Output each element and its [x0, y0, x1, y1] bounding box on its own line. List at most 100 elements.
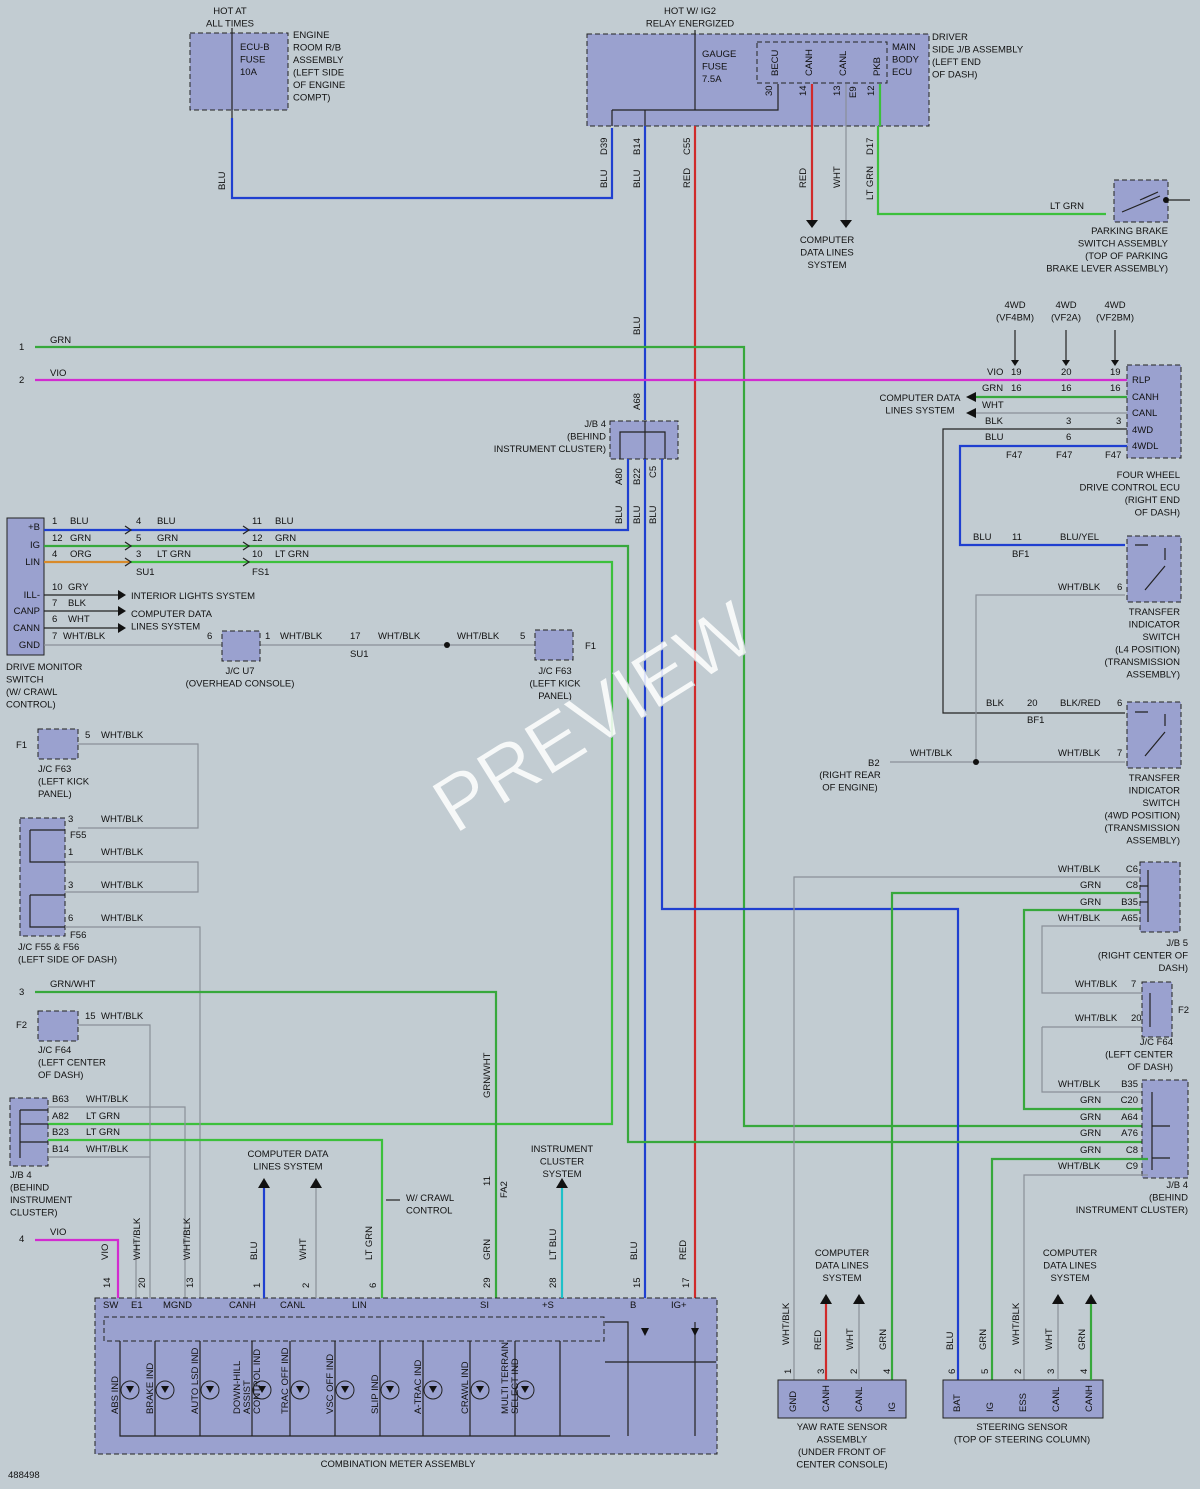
indicator-9: MULTI TERRAINSELECT IND — [500, 1342, 535, 1414]
transfer-switch-l4 — [1126, 535, 1182, 603]
ti-num-2a: 6 — [1117, 582, 1122, 593]
dm-w-grn2: GRN — [157, 533, 178, 544]
indicator-7: A-TRAC IND — [413, 1360, 443, 1415]
meter-pin-canh: CANH — [229, 1300, 256, 1311]
meter-pinnum-28: 28 — [548, 1277, 559, 1288]
wire-vio-4 — [35, 1238, 120, 1298]
meter-inner-bus — [103, 1316, 605, 1342]
u7-n-2: 6 — [207, 631, 212, 642]
indicator-6: SLIP IND — [370, 1374, 400, 1414]
dm-n-10: 10 — [252, 549, 263, 560]
fwd-num-15a: 19 — [1011, 367, 1022, 378]
wire-ltgrn-lin — [48, 560, 614, 1126]
wire-label-blu-1: BLU — [217, 171, 228, 190]
wire-blu-ecub — [230, 118, 614, 200]
wire-whtblk-l4 — [975, 594, 1125, 762]
wire-label-vio-2: VIO — [50, 368, 66, 379]
dm-n-5: 5 — [136, 533, 141, 544]
steering-label: STEERING SENSOR(TOP OF STEERING COLUMN) — [954, 1422, 1090, 1446]
jc-f63-left — [37, 728, 79, 760]
ti-bf1-a: BF1 — [1012, 549, 1029, 560]
jb4r-w4: GRN — [1080, 1128, 1101, 1139]
f55-w2: WHT/BLK — [101, 847, 144, 858]
dm-n-10b: 10 — [52, 582, 63, 593]
parking-brake-switch — [1113, 179, 1169, 223]
pin-b14: B14 — [632, 138, 643, 155]
wire-grn-ig — [44, 544, 1148, 1144]
wl-blu-b: BLU — [629, 1241, 640, 1260]
indicator-label-1: BRAKE IND — [145, 1363, 156, 1414]
fwd-pin-rlp: RLP — [1132, 375, 1150, 386]
wire-grn-b35 — [1022, 908, 1148, 1111]
f56-w2: WHT/BLK — [101, 913, 144, 924]
jc-u7-label: J/C U7(OVERHEAD CONSOLE) — [186, 666, 295, 690]
dm-n-7: 7 — [52, 631, 57, 642]
indicator-5: VSC OFF IND — [325, 1354, 355, 1414]
f55-n-6: 1 — [68, 847, 73, 858]
yaw-pinnum-0: 1 — [783, 1369, 794, 1374]
wire-grn-1 — [35, 345, 1148, 1128]
dm-w-blk: BLK — [68, 598, 87, 609]
ti-num-8: 20 — [1027, 698, 1038, 709]
wire-blk-4wd — [942, 428, 1127, 714]
indicator-label-7: A-TRAC IND — [413, 1360, 424, 1415]
left-num-2: 2 — [19, 375, 24, 386]
f56-n-2: 6 — [68, 913, 73, 924]
f64r-w2: WHT/BLK — [1075, 1013, 1118, 1024]
meter-pinnum-13: 13 — [185, 1277, 196, 1288]
steer-pinnum-0: 6 — [947, 1369, 958, 1374]
arrow-canh-top — [806, 220, 818, 228]
wl-vio-14: VIO — [100, 1244, 111, 1260]
yaw-pin-0: GND — [788, 1391, 799, 1412]
indicator-label-5: VSC OFF IND — [325, 1354, 336, 1414]
wl-whtblk-20: WHT/BLK — [132, 1217, 143, 1260]
wl-ltgrn-lin: LT GRN — [364, 1226, 375, 1260]
left-num-3: 3 — [19, 987, 24, 998]
yaw-w-whtblk: WHT/BLK — [781, 1302, 792, 1345]
fa2-conn: FA2 — [499, 1181, 510, 1198]
jb4-pin-c5: C5 — [648, 466, 659, 478]
meter-pinnum-1: 1 — [252, 1283, 263, 1288]
wire-blu-4wdl — [958, 444, 1127, 547]
jb4l-w2: LT GRN — [86, 1111, 120, 1122]
jb4-left-box — [9, 1097, 49, 1167]
wire-label-blu-b22: BLU — [632, 505, 643, 524]
meter-pinnum-20: 20 — [137, 1277, 148, 1288]
preview-watermark: PREVIEW — [417, 584, 769, 849]
fwd-num-19a: 16 — [1011, 383, 1022, 394]
jb4r-a64: A64 — [1121, 1112, 1138, 1123]
ecu-pin-pkb: PKB — [872, 57, 883, 76]
fa2-num: 11 — [482, 1176, 493, 1186]
dm-n-6: 1 — [52, 516, 57, 527]
u7-w-whtblk: WHT/BLK — [280, 631, 323, 642]
fwd-variant-3: 4WD(VF2BM) — [1096, 300, 1134, 324]
f64-f2-left: F2 — [16, 1020, 27, 1031]
indicator-label-8: CRAWL IND — [460, 1361, 471, 1414]
f64l-n-9: 15 — [85, 1011, 96, 1022]
meter-pin-mgnd: MGND — [163, 1300, 192, 1311]
fwd-variant-1: 4WD(VF4BM) — [996, 300, 1034, 324]
fwd-wire-vio: VIO — [987, 367, 1003, 378]
f55-n-3: 3 — [68, 814, 73, 825]
yaw-pinnum-2: 2 — [849, 1369, 860, 1374]
steer-pinnum-4: 4 — [1079, 1369, 1090, 1374]
indicator-0: ABS IND — [110, 1376, 140, 1414]
ecu-pin-canh: CANH — [804, 49, 815, 76]
indicator-3: DOWN-HILLASSISTCONTROL IND — [232, 1349, 272, 1414]
dm-w-org: ORG — [70, 549, 92, 560]
jb4r-w1: WHT/BLK — [1058, 1079, 1101, 1090]
ti-bf1-b: BF1 — [1027, 715, 1044, 726]
fwd-conn-c: F47 — [1105, 450, 1121, 461]
jb4l-w1: WHT/BLK — [86, 1094, 129, 1105]
